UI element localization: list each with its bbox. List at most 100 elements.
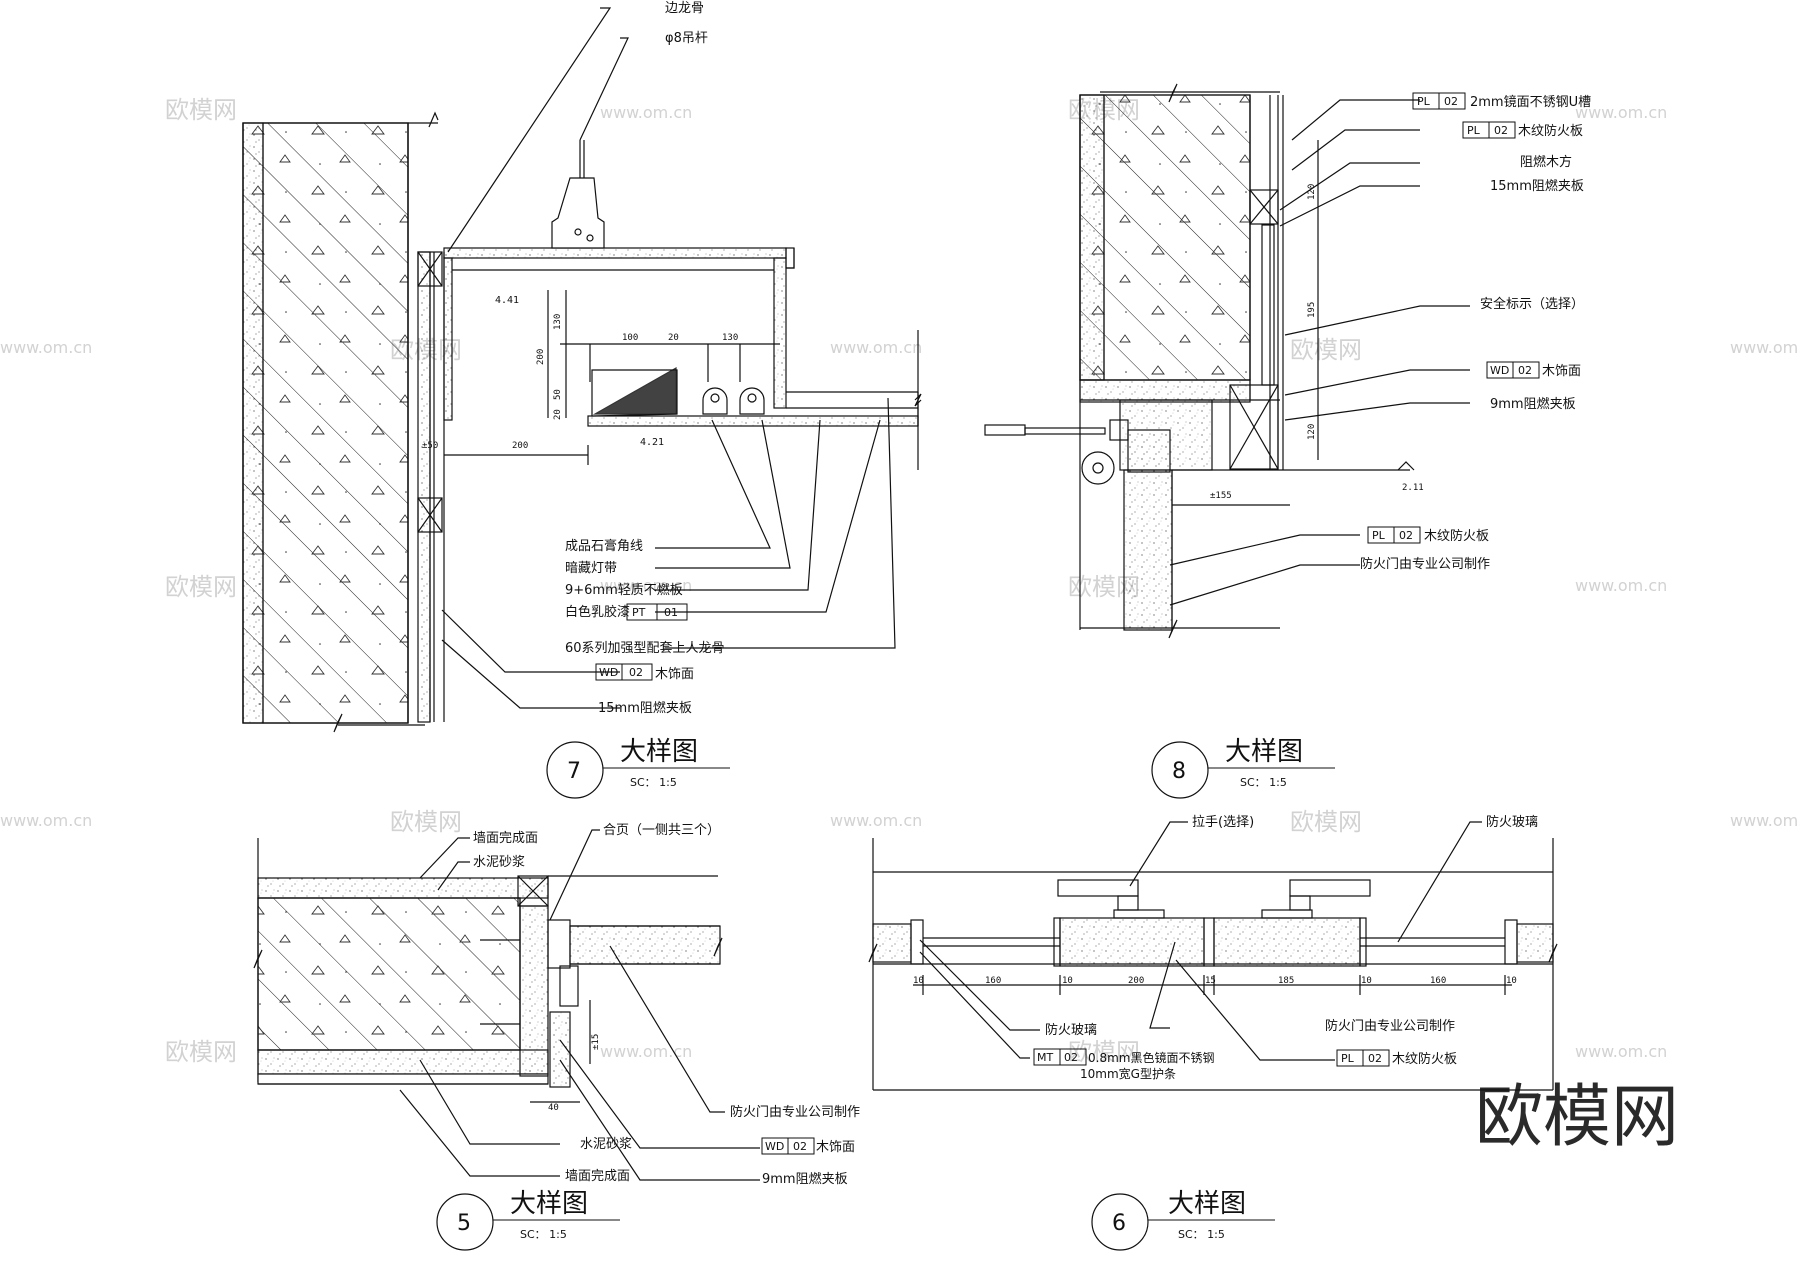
detail-number-circle xyxy=(546,741,604,799)
ceiling-board xyxy=(443,247,787,259)
watermark-cn: 欧模网 xyxy=(1290,336,1362,364)
tag-number: 02 xyxy=(1494,124,1508,137)
dim: 120 xyxy=(1307,424,1317,440)
tag-code: WD xyxy=(765,1140,784,1153)
watermark-cn: 欧模网 xyxy=(1290,808,1362,836)
dim: 160 xyxy=(1430,976,1446,986)
dim: 200 xyxy=(1128,976,1144,986)
dim: 200 xyxy=(512,441,528,451)
watermark-cn: 欧模网 xyxy=(390,808,462,836)
tag-number: 02 xyxy=(1444,95,1458,108)
detail-title: 大样图 xyxy=(510,1189,588,1219)
fire-door-leaf xyxy=(1213,917,1361,967)
tag-number: 02 xyxy=(629,666,643,679)
dim: 10 xyxy=(1361,976,1372,986)
label-wood: 木饰面 xyxy=(816,1140,855,1155)
watermark-url: www.om.cn xyxy=(1730,338,1800,357)
dim: ±155 xyxy=(1210,491,1232,501)
detail-6 xyxy=(868,821,1558,1091)
label-wood: 木饰面 xyxy=(1542,364,1581,379)
detail-6-text: 拉手(选择) 防火玻璃 防火玻璃 防火门由专业公司制作 MT 02 0.8mm黑… xyxy=(913,814,1538,1251)
label-wall-finish: 墙面完成面 xyxy=(473,831,538,846)
dim-elev: 4.21 xyxy=(640,437,664,448)
dim: 20 xyxy=(668,333,679,343)
watermark-url: www.om.cn xyxy=(830,811,922,830)
label-fireboard: 木纹防火板 xyxy=(1424,528,1489,544)
label-keel: 60系列加强型配套上人龙骨 xyxy=(565,640,725,656)
dim: 195 xyxy=(1307,302,1317,318)
detail-8-text: PL 02 2mm镜面不锈钢U槽 PL 02 木纹防火板 阻燃木方 15mm阻燃… xyxy=(1151,92,1591,799)
tag-code: PL xyxy=(1341,1052,1355,1065)
tag-number: 02 xyxy=(1368,1052,1382,1065)
label-fireboard: 木纹防火板 xyxy=(1518,123,1583,139)
dim: 10 xyxy=(1506,976,1517,986)
detail-number-circle xyxy=(1151,741,1209,799)
detail-title: 大样图 xyxy=(1225,737,1303,767)
fire-door-leaf xyxy=(1123,469,1173,631)
detail-scale: SC： 1:5 xyxy=(1178,1228,1225,1241)
label-mortar: 水泥砂浆 xyxy=(473,855,525,870)
dim-elev: 2.11 xyxy=(1402,483,1424,493)
detail-number-circle xyxy=(436,1193,494,1251)
tag-code: MT xyxy=(1037,1051,1053,1064)
detail-title: 大样图 xyxy=(1168,1189,1246,1219)
label-g-strip: 10mm宽G型护条 xyxy=(1080,1066,1176,1081)
dim: 40 xyxy=(548,1103,559,1113)
tag-code: PL xyxy=(1372,529,1386,542)
dim: 10 xyxy=(913,976,924,986)
tag-number: 02 xyxy=(793,1140,807,1153)
dim: ±50 xyxy=(422,441,438,451)
tag-code: WD xyxy=(599,666,618,679)
label-wall-finish: 墙面完成面 xyxy=(565,1169,630,1184)
watermark-url: www.om.cn xyxy=(1575,103,1667,122)
dim: 185 xyxy=(1278,976,1294,986)
label-firedoor: 防火门由专业公司制作 xyxy=(1360,556,1490,572)
label-fireboard: 木纹防火板 xyxy=(1392,1051,1457,1067)
detail-number-circle xyxy=(1091,1193,1149,1251)
label-plywood-9: 9mm阻燃夹板 xyxy=(762,1171,848,1187)
watermark-url: www.om.cn xyxy=(1575,576,1667,595)
dim: 15 xyxy=(1205,976,1216,986)
tag-code: WD xyxy=(1490,364,1509,377)
label-wood: 木饰面 xyxy=(655,667,694,682)
label-board: 9+6mm轻质不燃板 xyxy=(565,582,683,598)
detail-8 xyxy=(984,83,1470,639)
dim: 130 xyxy=(553,314,563,330)
label-safety: 安全标示（选择） xyxy=(1480,296,1584,312)
dim: 200 xyxy=(536,349,546,365)
tag-number: 01 xyxy=(664,606,678,619)
tag-number: 02 xyxy=(1399,529,1413,542)
tag-number: 02 xyxy=(1518,364,1532,377)
detail-number: 5 xyxy=(457,1211,471,1236)
detail-title: 大样图 xyxy=(620,737,698,767)
label-paint: 白色乳胶漆 xyxy=(565,604,630,620)
watermark-url: www.om.cn xyxy=(1730,811,1800,830)
plywood-layer xyxy=(417,251,431,723)
detail-7-text: 边龙骨 φ8吊杆 成品石膏角线 暗藏灯带 9+6mm轻质不燃板 白色乳胶漆 PT… xyxy=(422,1,738,799)
dim-elev: 4.41 xyxy=(495,295,519,306)
detail-scale: SC： 1:5 xyxy=(1240,776,1287,789)
watermark-url: www.om.cn xyxy=(1575,1042,1667,1061)
watermark-cn: 欧模网 xyxy=(1068,1038,1140,1066)
label-cornice: 成品石膏角线 xyxy=(565,538,643,554)
label-hinge: 合页（一侧共三个） xyxy=(603,823,720,838)
detail-number: 7 xyxy=(567,759,581,784)
watermark-url: www.om.cn xyxy=(0,811,92,830)
detail-5-text: 墙面完成面 水泥砂浆 合页（一侧共三个） 防火门由专业公司制作 WD 02 木饰… xyxy=(436,823,860,1251)
watermark-url: www.om.cn xyxy=(600,103,692,122)
detail-7 xyxy=(242,7,922,733)
label-u-channel: 2mm镜面不锈钢U槽 xyxy=(1470,95,1591,110)
watermark-cn: 欧模网 xyxy=(165,1038,237,1066)
tag-code: PL xyxy=(1417,95,1431,108)
label-fireglass: 防火玻璃 xyxy=(1045,1022,1097,1038)
detail-scale: SC： 1:5 xyxy=(520,1228,567,1241)
detail-scale: SC： 1:5 xyxy=(630,776,677,789)
label-bianlonggu: 边龙骨 xyxy=(665,1,704,16)
label-fireglass: 防火玻璃 xyxy=(1486,814,1538,830)
detail-number: 6 xyxy=(1112,1211,1126,1236)
watermark-url: www.om.cn xyxy=(0,338,92,357)
tag-code: PT xyxy=(632,606,646,619)
label-firedoor: 防火门由专业公司制作 xyxy=(1325,1018,1455,1034)
tag-number: 02 xyxy=(1064,1051,1078,1064)
